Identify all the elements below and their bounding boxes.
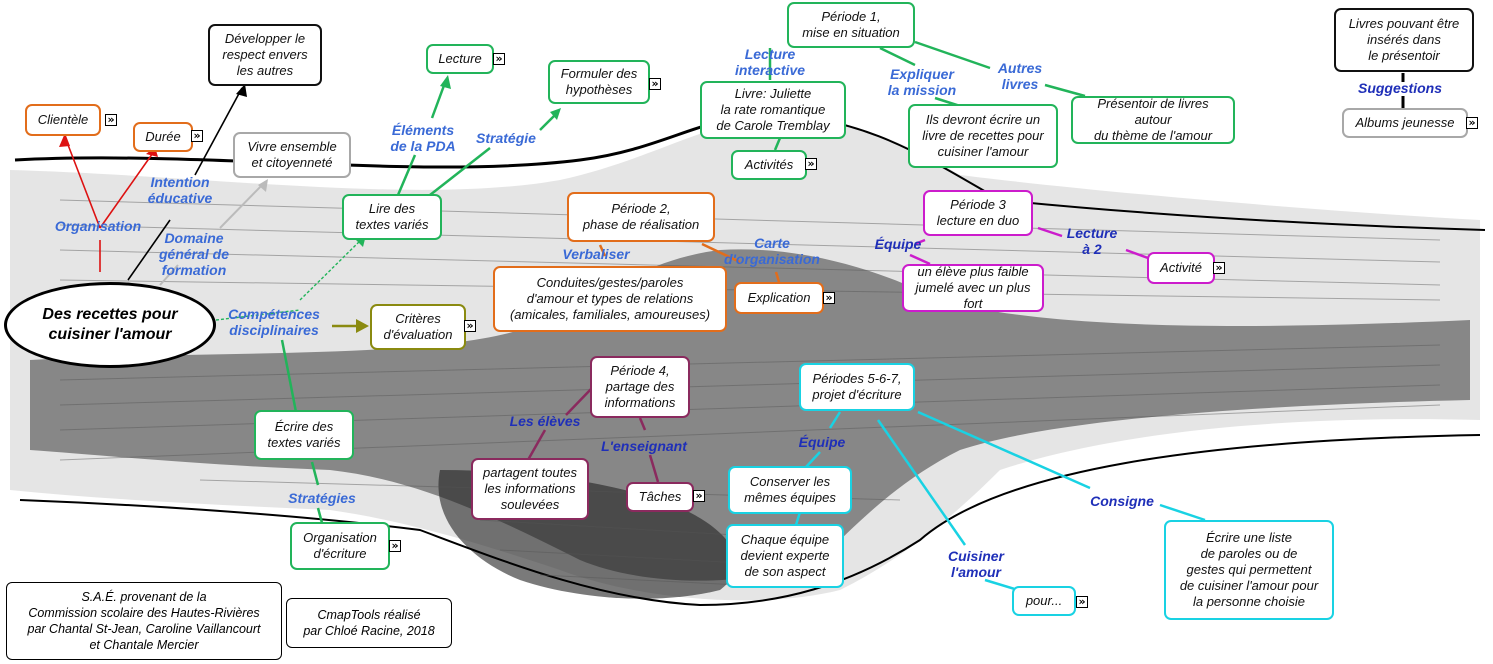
expand-icon[interactable]: » — [649, 78, 661, 90]
label-domaine-general: Domaine général de formation — [158, 230, 230, 278]
expand-icon[interactable]: » — [191, 130, 203, 142]
node-explication[interactable]: Explication — [734, 282, 824, 314]
label-intention-educative: Intention éducative — [147, 174, 213, 206]
credit-cmaptools: CmapTools réalisé par Chloé Racine, 2018 — [286, 598, 452, 648]
node-lire-textes[interactable]: Lire des textes variés — [342, 194, 442, 240]
arrowheads — [59, 75, 561, 333]
node-conduites[interactable]: Conduites/gestes/paroles d'amour et type… — [493, 266, 727, 332]
node-duree[interactable]: Durée — [133, 122, 193, 152]
node-ecrire-textes[interactable]: Écrire des textes variés — [254, 410, 354, 460]
expand-icon[interactable]: » — [493, 53, 505, 65]
label-carte-organisation: Carte d'organisation — [724, 235, 820, 267]
node-lecture[interactable]: Lecture — [426, 44, 494, 74]
expand-icon[interactable]: » — [1213, 262, 1225, 274]
node-taches[interactable]: Tâches — [626, 482, 694, 512]
node-periode-1[interactable]: Période 1, mise en situation — [787, 2, 915, 48]
label-strategies: Stratégies — [288, 490, 356, 506]
label-consigne: Consigne — [1090, 493, 1154, 509]
label-l-enseignant: L'enseignant — [601, 438, 687, 454]
expand-icon[interactable]: » — [1466, 117, 1478, 129]
expand-icon[interactable]: » — [1076, 596, 1088, 608]
node-pour[interactable]: pour... — [1012, 586, 1076, 616]
expand-icon[interactable]: » — [464, 320, 476, 332]
node-periode-2[interactable]: Période 2, phase de réalisation — [567, 192, 715, 242]
node-chaque-equipe[interactable]: Chaque équipe devient experte de son asp… — [726, 524, 844, 588]
label-competences: Compétences disciplinaires — [228, 306, 320, 338]
label-autres-livres: Autres livres — [997, 60, 1043, 92]
node-livres-pouvant[interactable]: Livres pouvant être insérés dans le prés… — [1334, 8, 1474, 72]
label-cuisiner-amour: Cuisiner l'amour — [947, 548, 1005, 580]
node-criteres-evaluation[interactable]: Critères d'évaluation — [370, 304, 466, 350]
expand-icon[interactable]: » — [693, 490, 705, 502]
node-conserver-equipes[interactable]: Conserver les mêmes équipes — [728, 466, 852, 514]
root-concept[interactable]: Des recettes pour cuisiner l'amour — [4, 282, 216, 368]
node-presentoir[interactable]: Présentoir de livres autour du thème de … — [1071, 96, 1235, 144]
node-activites[interactable]: Activités — [731, 150, 807, 180]
label-suggestions: Suggestions — [1357, 80, 1443, 96]
node-respect[interactable]: Développer le respect envers les autres — [208, 24, 322, 86]
label-les-eleves: Les élèves — [509, 413, 581, 429]
credit-sae: S.A.É. provenant de la Commission scolai… — [6, 582, 282, 660]
node-formuler-hypotheses[interactable]: Formuler des hypothèses — [548, 60, 650, 104]
label-expliquer-mission: Expliquer la mission — [887, 66, 957, 98]
node-albums-jeunesse[interactable]: Albums jeunesse — [1342, 108, 1468, 138]
label-organisation: Organisation — [54, 218, 142, 234]
node-ils-devront[interactable]: Ils devront écrire un livre de recettes … — [908, 104, 1058, 168]
node-activite[interactable]: Activité — [1147, 252, 1215, 284]
node-livre-juliette[interactable]: Livre: Juliette la rate romantique de Ca… — [700, 81, 846, 139]
label-equipe-p5: Équipe — [798, 434, 846, 450]
label-verbaliser: Verbaliser — [562, 246, 630, 262]
node-periode-4[interactable]: Période 4, partage des informations — [590, 356, 690, 418]
node-organisation-ecriture[interactable]: Organisation d'écriture — [290, 522, 390, 570]
label-lecture-interactive: Lecture interactive — [734, 46, 806, 78]
node-partagent[interactable]: partagent toutes les informations soulev… — [471, 458, 589, 520]
label-equipe-p3: Équipe — [874, 236, 922, 252]
expand-icon[interactable]: » — [823, 292, 835, 304]
node-clientele[interactable]: Clientèle — [25, 104, 101, 136]
connector-lines — [64, 40, 1405, 592]
label-elements-pda: Éléments de la PDA — [390, 122, 456, 154]
node-ecrire-liste[interactable]: Écrire une liste de paroles ou de gestes… — [1164, 520, 1334, 620]
label-strategie: Stratégie — [476, 130, 536, 146]
expand-icon[interactable]: » — [805, 158, 817, 170]
label-lecture-a-2: Lecture à 2 — [1066, 225, 1118, 257]
node-periodes-5-6-7[interactable]: Périodes 5-6-7, projet d'écriture — [799, 363, 915, 411]
node-periode-3[interactable]: Période 3 lecture en duo — [923, 190, 1033, 236]
expand-icon[interactable]: » — [389, 540, 401, 552]
node-vivre-ensemble[interactable]: Vivre ensemble et citoyenneté — [233, 132, 351, 178]
expand-icon[interactable]: » — [105, 114, 117, 126]
node-eleve-faible[interactable]: un élève plus faible jumelé avec un plus… — [902, 264, 1044, 312]
